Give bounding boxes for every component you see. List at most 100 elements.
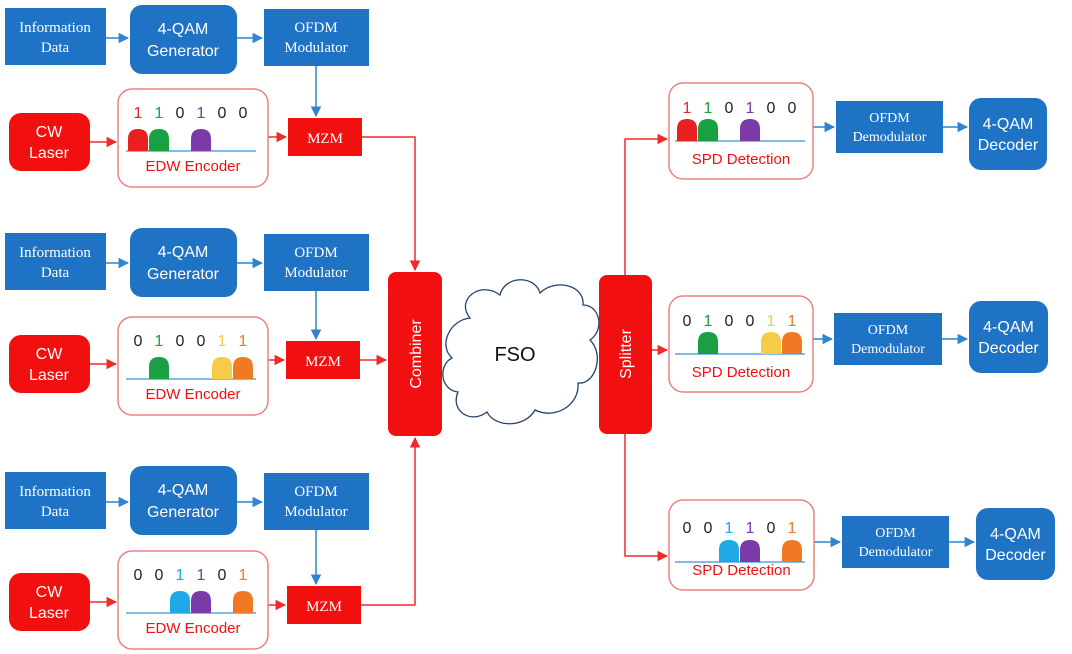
detection-pulse bbox=[782, 540, 802, 562]
cw-laser-label-1: CW bbox=[36, 584, 64, 601]
detection-pulse bbox=[677, 119, 697, 141]
information-data-label-2: Data bbox=[41, 504, 70, 520]
ofdm-demodulator-box bbox=[836, 101, 943, 153]
transmitter-layer: InformationData4-QAMGeneratorOFDMModulat… bbox=[5, 5, 369, 650]
detection-bit: 1 bbox=[767, 313, 776, 330]
encoder-bit: 0 bbox=[155, 567, 164, 584]
encoder-bit: 1 bbox=[197, 105, 206, 122]
detection-pulse bbox=[782, 332, 802, 354]
encoder-bit: 0 bbox=[176, 333, 185, 350]
qam-generator-box bbox=[130, 228, 237, 297]
detection-bit: 0 bbox=[767, 100, 776, 117]
ofdm-demodulator-label-1: OFDM bbox=[875, 526, 916, 541]
encoder-pulse bbox=[128, 129, 148, 151]
ofdm-modulator-label-2: Modulator bbox=[284, 504, 347, 520]
cw-laser-label-2: Laser bbox=[29, 605, 70, 622]
qam-decoder-label-1: 4-QAM bbox=[983, 116, 1034, 133]
encoder-bit: 1 bbox=[239, 333, 248, 350]
encoder-bit: 1 bbox=[218, 333, 227, 350]
ofdm-modulator-label-2: Modulator bbox=[284, 40, 347, 56]
mzm-label: MZM bbox=[305, 354, 341, 370]
spd-detection-label: SPD Detection bbox=[692, 151, 790, 168]
ofdm-demodulator-label-1: OFDM bbox=[869, 111, 910, 126]
mzm-label: MZM bbox=[306, 599, 342, 615]
detection-bit: 0 bbox=[725, 100, 734, 117]
information-data-box bbox=[5, 472, 106, 529]
encoder-bit: 1 bbox=[134, 105, 143, 122]
spd-detection-box bbox=[668, 295, 814, 393]
encoder-bit: 0 bbox=[134, 567, 143, 584]
qam-generator-label-2: Generator bbox=[147, 504, 220, 521]
detection-pulse bbox=[740, 540, 760, 562]
fso-label: FSO bbox=[494, 344, 535, 366]
ofdm-demodulator-label-2: Demodulator bbox=[859, 545, 933, 560]
qam-decoder-box bbox=[969, 98, 1047, 170]
detection-pulse bbox=[698, 119, 718, 141]
arrow-splitter-to-detection bbox=[624, 133, 669, 275]
mzm-label: MZM bbox=[307, 131, 343, 147]
spd-detection-label: SPD Detection bbox=[692, 562, 790, 579]
ofdm-demodulator-box bbox=[842, 516, 949, 568]
qam-decoder-label-1: 4-QAM bbox=[990, 526, 1041, 543]
qam-decoder-box bbox=[969, 301, 1048, 373]
ofdm-modulator-label-1: OFDM bbox=[294, 245, 337, 261]
ofdm-modulator-label-1: OFDM bbox=[294, 20, 337, 36]
detection-bit: 1 bbox=[683, 100, 692, 117]
fso-cloud: FSO bbox=[442, 279, 600, 425]
information-data-label-1: Information bbox=[19, 245, 91, 261]
combiner-label: Combiner bbox=[408, 319, 425, 389]
qam-decoder-label-2: Decoder bbox=[985, 547, 1046, 564]
information-data-box bbox=[5, 233, 106, 290]
encoder-pulse bbox=[149, 129, 169, 151]
connector-layer bbox=[90, 32, 976, 611]
cw-laser-label-1: CW bbox=[36, 346, 64, 363]
ofdm-modulator-box bbox=[264, 9, 369, 66]
encoder-bit: 1 bbox=[197, 567, 206, 584]
edw-encoder-label: EDW Encoder bbox=[145, 386, 240, 403]
transmitter-1: InformationData4-QAMGeneratorOFDMModulat… bbox=[5, 5, 369, 188]
detection-bit: 0 bbox=[683, 313, 692, 330]
detection-pulse bbox=[719, 540, 739, 562]
detection-bit: 1 bbox=[704, 100, 713, 117]
encoder-bit: 1 bbox=[155, 333, 164, 350]
detection-bit: 0 bbox=[788, 100, 797, 117]
encoder-bit: 0 bbox=[218, 105, 227, 122]
edw-encoder-label: EDW Encoder bbox=[145, 158, 240, 175]
encoder-pulse bbox=[191, 129, 211, 151]
arrow-mzm-to-combiner bbox=[361, 436, 421, 606]
detection-pulse bbox=[698, 332, 718, 354]
encoder-bit: 0 bbox=[176, 105, 185, 122]
ofdm-demodulator-box bbox=[834, 313, 942, 365]
encoder-bit: 1 bbox=[239, 567, 248, 584]
encoder-bit: 1 bbox=[155, 105, 164, 122]
detection-bit: 0 bbox=[746, 313, 755, 330]
detection-bit: 1 bbox=[746, 520, 755, 537]
detection-bit: 0 bbox=[725, 313, 734, 330]
cw-laser-box bbox=[9, 573, 90, 631]
ofdm-demodulator-label-2: Demodulator bbox=[853, 130, 927, 145]
encoder-bit: 1 bbox=[176, 567, 185, 584]
detection-bit: 0 bbox=[704, 520, 713, 537]
detection-bit: 1 bbox=[704, 313, 713, 330]
transmitter-3: InformationData4-QAMGeneratorOFDMModulat… bbox=[5, 466, 369, 650]
ofdm-modulator-box bbox=[264, 234, 369, 291]
detection-pulse bbox=[740, 119, 760, 141]
detection-bit: 1 bbox=[746, 100, 755, 117]
cw-laser-box bbox=[9, 113, 90, 171]
qam-decoder-label-2: Decoder bbox=[978, 340, 1039, 357]
edw-encoder-box bbox=[117, 316, 269, 416]
transmitter-2: InformationData4-QAMGeneratorOFDMModulat… bbox=[5, 228, 369, 416]
qam-generator-label-1: 4-QAM bbox=[158, 244, 209, 261]
arrow-mzm-to-combiner bbox=[362, 136, 421, 272]
detection-pulse bbox=[761, 332, 781, 354]
spd-detection-label: SPD Detection bbox=[692, 364, 790, 381]
combiner-block: Combiner bbox=[388, 272, 442, 436]
qam-decoder-box bbox=[976, 508, 1055, 580]
ofdm-modulator-box bbox=[264, 473, 369, 530]
qam-generator-label-2: Generator bbox=[147, 43, 220, 60]
